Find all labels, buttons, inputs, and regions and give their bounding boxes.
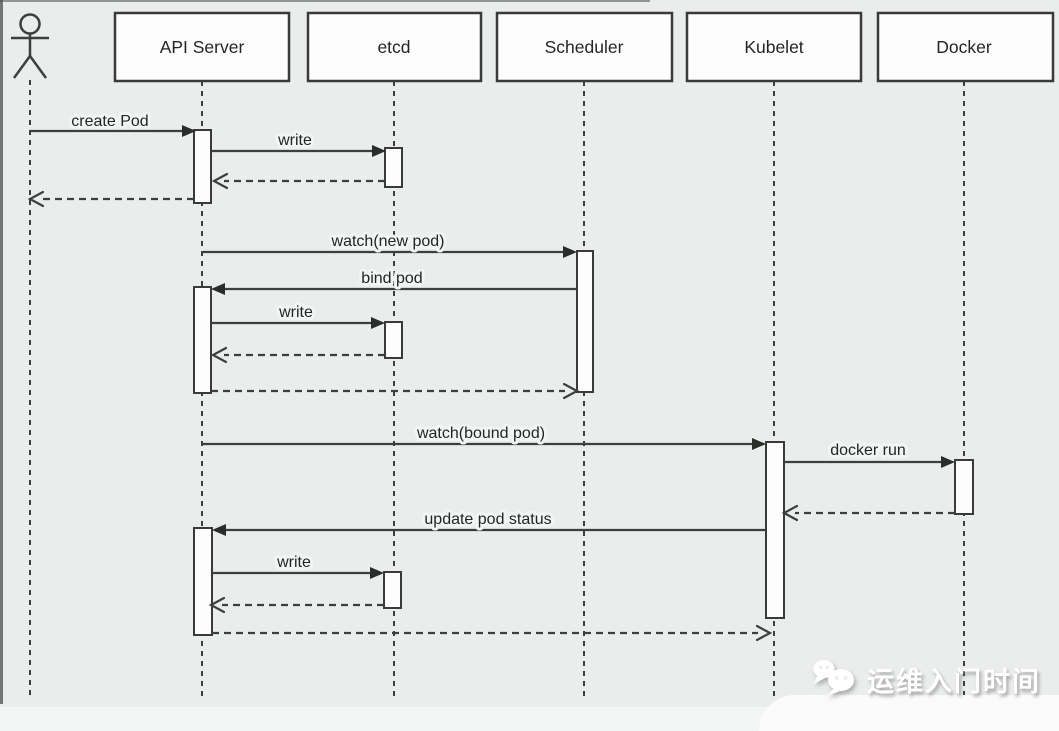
user-actor-icon	[11, 13, 49, 79]
message-update-pod-status: update pod status	[212, 508, 766, 536]
arrowhead	[941, 456, 955, 468]
arrowhead	[211, 283, 225, 295]
participant-etcd: etcd	[306, 11, 483, 83]
arrowhead	[372, 145, 386, 157]
message-label: docker run	[830, 442, 906, 459]
activation-etcd-1	[384, 147, 403, 188]
open-arrowhead	[211, 172, 229, 190]
return-api-to-kubelet	[212, 624, 773, 642]
message-label: watch(new pod)	[331, 233, 445, 250]
top-edge-artifact	[0, 0, 650, 2]
return-etcd-to-api-3	[208, 596, 384, 614]
message-label: create Pod	[71, 113, 148, 130]
message-watch-new-pod: watch(new pod)	[203, 230, 577, 258]
arrowhead	[371, 317, 385, 329]
activation-api-server-1	[193, 129, 212, 204]
watermark-text: 运维入门时间	[867, 666, 1041, 697]
message-label: write	[277, 132, 312, 149]
wechat-icon	[813, 660, 854, 696]
participant-label: etcd	[377, 37, 410, 57]
arrowhead	[563, 246, 577, 258]
participant-label: Kubelet	[744, 37, 803, 57]
open-arrowhead	[208, 596, 226, 614]
activation-kubelet	[765, 441, 785, 619]
message-label: update pod status	[424, 511, 551, 528]
open-arrowhead	[27, 190, 45, 208]
arrowhead	[370, 567, 384, 579]
message-label: bind pod	[361, 270, 422, 287]
participant-label: Docker	[936, 37, 992, 57]
participant-docker: Docker	[876, 11, 1055, 83]
message-bind-pod: bind pod	[211, 267, 577, 295]
arrowhead	[212, 524, 226, 536]
open-arrowhead	[210, 346, 228, 364]
activation-api-server-2	[193, 286, 212, 394]
activation-api-server-3	[193, 527, 213, 636]
corner-white-blob	[759, 695, 1059, 731]
message-write-3: write	[212, 551, 384, 579]
return-docker-to-kubelet	[781, 504, 955, 522]
return-etcd-to-api-1	[211, 172, 385, 190]
message-label: write	[276, 554, 311, 571]
message-write-1: write	[211, 129, 386, 157]
left-edge-artifact	[0, 0, 3, 704]
participant-kubelet: Kubelet	[685, 11, 863, 83]
watermark: 运维入门时间	[812, 658, 1041, 700]
message-write-2: write	[211, 301, 385, 329]
return-etcd-to-api-2	[210, 346, 385, 364]
activation-scheduler	[576, 250, 594, 393]
arrowhead	[752, 438, 766, 450]
return-api-to-actor	[27, 190, 194, 208]
activation-docker	[954, 459, 974, 515]
participant-label: Scheduler	[545, 37, 624, 57]
message-watch-bound-pod: watch(bound pod)	[203, 422, 766, 450]
participant-scheduler: Scheduler	[495, 11, 674, 83]
arrowhead	[182, 125, 196, 137]
activation-etcd-2	[384, 321, 403, 359]
message-label: watch(bound pod)	[416, 425, 545, 442]
open-arrowhead	[562, 382, 580, 400]
message-docker-run: docker run	[784, 439, 955, 468]
open-arrowhead	[755, 624, 773, 642]
activation-etcd-3	[383, 571, 402, 609]
return-api-to-scheduler	[211, 382, 580, 400]
open-arrowhead	[781, 504, 799, 522]
participant-api-server: API Server	[113, 11, 291, 83]
message-label: write	[278, 304, 313, 321]
participant-label: API Server	[160, 37, 245, 57]
message-create-pod: create Pod	[30, 110, 196, 137]
